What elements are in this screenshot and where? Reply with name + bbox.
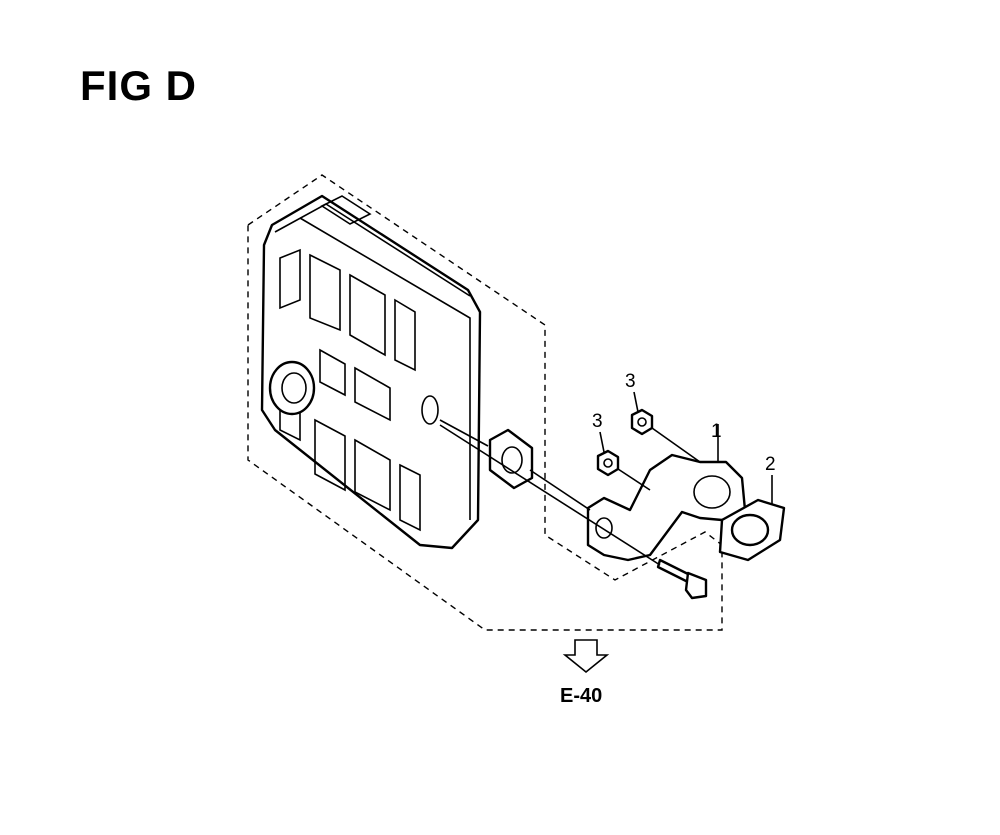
reference-label: E-40: [560, 685, 602, 707]
bolt: [656, 558, 708, 600]
alignment-line-nut-lower: [617, 468, 651, 491]
muffler-gasket: [488, 428, 534, 490]
alignment-line-upper: [439, 419, 489, 447]
callout-part-2: 2: [765, 454, 776, 475]
nut-upper: [630, 408, 654, 436]
alignment-line-middle: [529, 469, 591, 511]
callout-part-3-lower: 3: [592, 411, 603, 432]
leader-part-3-upper: [633, 391, 639, 413]
callout-part-1: 1: [711, 421, 722, 442]
figure-title: FIG D: [80, 62, 197, 109]
leader-part-3-lower: [599, 431, 605, 453]
reference-arrow-icon: [562, 639, 610, 674]
nut-lower: [596, 449, 620, 477]
muffler: [260, 194, 482, 550]
assembly-boundary: [247, 174, 723, 631]
alignment-line-nut-upper: [651, 427, 701, 463]
callout-part-3-upper: 3: [625, 371, 636, 392]
exhaust-gasket: [718, 498, 786, 562]
alignment-line-lower: [439, 424, 661, 566]
